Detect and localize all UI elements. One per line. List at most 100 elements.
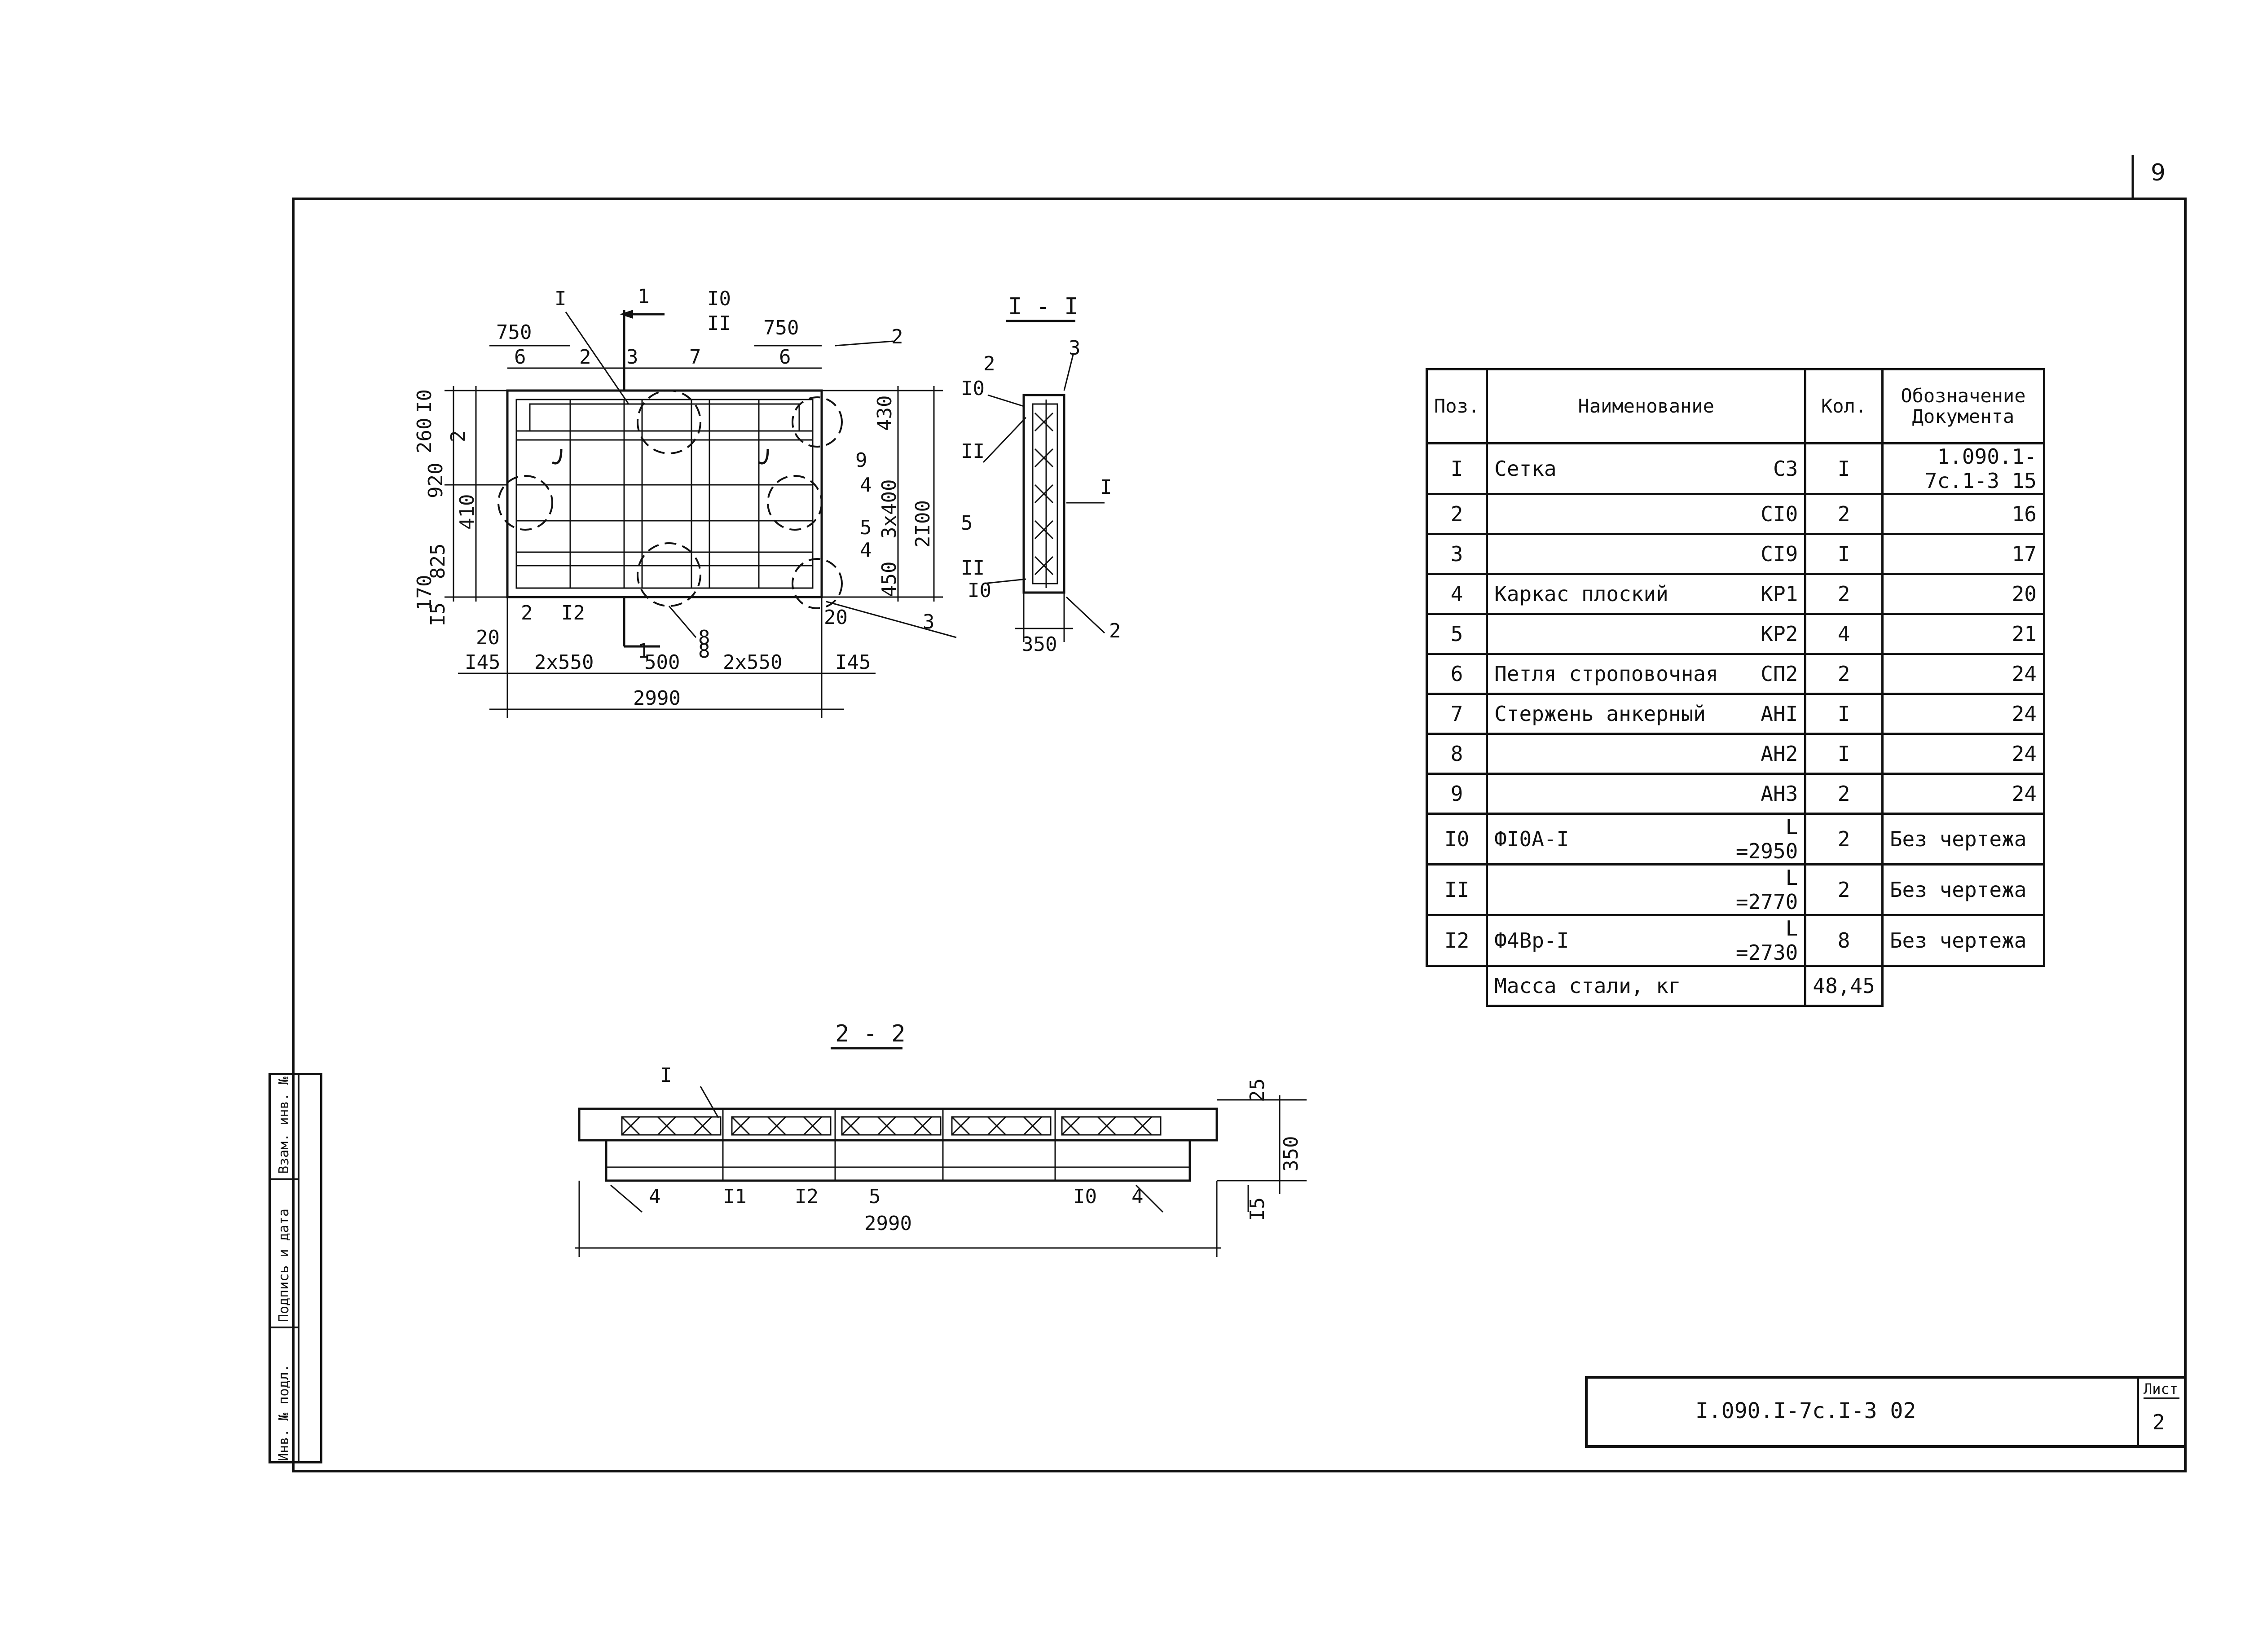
spec-cell-code: L =2770	[1729, 863, 1807, 916]
spec-cell-doc: Без чертежа	[1881, 914, 2046, 967]
spec-cell-doc: 21	[1881, 613, 2046, 655]
plan-callout-10: I0	[707, 287, 731, 310]
strip-signature-date: Подпись и дата	[276, 1208, 292, 1322]
section-pos-3: 3	[1069, 337, 1081, 360]
spec-cell-name	[1486, 863, 1730, 916]
table-row: 4 Каркас плоский КР1 2 20	[1425, 573, 2046, 615]
plan-dim-825: 825	[427, 544, 449, 579]
spec-cell-doc: 16	[1881, 493, 2046, 535]
plan-dim-145-right: I45	[835, 651, 871, 674]
table-row: 6 Петля строповочная СП2 2 24	[1425, 653, 2046, 695]
plan-dim-500: 500	[644, 651, 680, 674]
spec-cell-name	[1486, 773, 1730, 815]
spec-header-name: Наименование	[1486, 368, 1807, 444]
detail-circle-7	[637, 390, 701, 454]
document-code: I.090.I-7с.I-3 02	[1695, 1398, 1916, 1424]
section-1-1-view: I - I	[982, 293, 1105, 642]
plan-dim-15: I5	[427, 602, 449, 626]
spec-cell-name: Стержень анкерный	[1486, 693, 1730, 735]
table-row: 8 АН2 I 24	[1425, 733, 2046, 775]
spec-header-row: Поз. Наименование Кол. Обозначение Докум…	[1425, 368, 2046, 444]
sheet-border	[292, 198, 2187, 1472]
plan-pos-3: 3	[626, 346, 638, 369]
s22-pos-10: I0	[1073, 1185, 1097, 1208]
sheet-number-cell: Лист 2	[2137, 1379, 2184, 1445]
plan-dim-260: 260	[413, 418, 436, 453]
spec-cell-pos: I0	[1425, 813, 1488, 866]
plan-cut-1: 1	[638, 285, 650, 308]
plan-pos-8a: 8	[698, 626, 710, 649]
section-1-1-title: I - I	[1008, 293, 1078, 320]
section-pos-11a: II	[961, 440, 985, 463]
plan-labels: I 1 I0 II 750 750 6 2 3 7 6 2 9 4 5 4 3 …	[413, 285, 935, 710]
spec-cell-code: КР2	[1729, 613, 1807, 655]
spec-cell-qty: I	[1804, 533, 1884, 575]
spec-header-pos: Поз.	[1425, 368, 1488, 444]
spec-cell-doc: 24	[1881, 773, 2046, 815]
plan-pos-2a: 2	[579, 346, 591, 369]
spec-cell-name	[1486, 613, 1730, 655]
spec-cell-name: ФI0А-I	[1486, 813, 1730, 866]
spec-cell-pos: 3	[1425, 533, 1488, 575]
plan-pos-2c: 2	[521, 602, 533, 624]
table-row: 9 АН3 2 24	[1425, 773, 2046, 815]
plan-dim-20-right: 20	[824, 606, 848, 629]
section-1-1-labels: 2 3 I0 II I 5 II I0 350 2	[961, 337, 1121, 656]
spec-cell-doc: 20	[1881, 573, 2046, 615]
plan-pos-7: 7	[689, 346, 701, 369]
spec-cell-name	[1486, 493, 1730, 535]
spec-mass-label: Масса стали, кг	[1486, 965, 1807, 1007]
section-pos-2: 2	[983, 352, 995, 375]
spec-cell-pos: 5	[1425, 613, 1488, 655]
strip-inv-number: Инв. № подл.	[276, 1364, 292, 1461]
s22-pos-4a: 4	[649, 1185, 661, 1208]
table-row: II L =2770 2 Без чертежа	[1425, 863, 2046, 916]
spec-cell-pos: II	[1425, 863, 1488, 916]
plan-dim-750-right: 750	[763, 316, 799, 339]
s22-dim-15: I5	[1246, 1197, 1269, 1221]
s22-pos-1: I	[660, 1064, 672, 1087]
side-strip: Инв. № подл. Подпись и дата Взам. инв. №	[269, 1073, 322, 1463]
section-pos-5: 5	[961, 512, 973, 535]
spec-cell-qty: 2	[1804, 573, 1884, 615]
section-pos-11b: II	[961, 557, 985, 580]
spec-cell-code: L =2950	[1729, 813, 1807, 866]
spec-cell-qty: I	[1804, 693, 1884, 735]
spec-header-doc: Обозначение Документа	[1881, 368, 2046, 444]
table-row: 3 СI9 I 17	[1425, 533, 2046, 575]
plan-pos-6b: 6	[779, 346, 791, 369]
spec-cell-qty: 2	[1804, 813, 1884, 866]
spec-cell-pos: 6	[1425, 653, 1488, 695]
s22-dim-350: 350	[1280, 1136, 1303, 1172]
s22-pos-4b: 4	[1131, 1185, 1144, 1208]
spec-cell-name: Сетка	[1486, 442, 1730, 495]
plan-dim-2990: 2990	[633, 687, 681, 710]
plan-pos-2b: 2	[891, 325, 903, 348]
plan-pos-8b: 8	[698, 640, 710, 663]
spec-cell-name: Ф4Вр-I	[1486, 914, 1730, 967]
plan-dim-2100: 2I00	[911, 500, 934, 548]
plan-dim-2x550-right: 2x550	[723, 651, 782, 674]
section-dim-350: 350	[1021, 633, 1057, 656]
spec-cell-qty: I	[1804, 442, 1884, 495]
title-block: I.090.I-7с.I-3 02 Лист 2	[1585, 1376, 2187, 1448]
spec-cell-pos: I	[1425, 442, 1488, 495]
spec-header-qty: Кол.	[1804, 368, 1884, 444]
plan-dim-430: 430	[873, 395, 896, 431]
section-pos-2b: 2	[1109, 620, 1121, 642]
spec-cell-pos: 4	[1425, 573, 1488, 615]
plan-callout-11: II	[707, 312, 731, 335]
spec-cell-name	[1486, 533, 1730, 575]
plan-pos-3b: 3	[923, 611, 935, 633]
sheet-label: Лист	[2144, 1380, 2179, 1399]
plan-cut-1b: 1	[638, 640, 650, 663]
spec-mass-value: 48,45	[1804, 965, 1884, 1007]
section-pos-1: I	[1100, 476, 1112, 499]
spec-cell-code: АН2	[1729, 733, 1807, 775]
spec-cell-pos: 2	[1425, 493, 1488, 535]
section-pos-10a: I0	[961, 377, 985, 400]
table-row: 7 Стержень анкерный АНI I 24	[1425, 693, 2046, 735]
plan-callout-1: I	[555, 287, 567, 310]
